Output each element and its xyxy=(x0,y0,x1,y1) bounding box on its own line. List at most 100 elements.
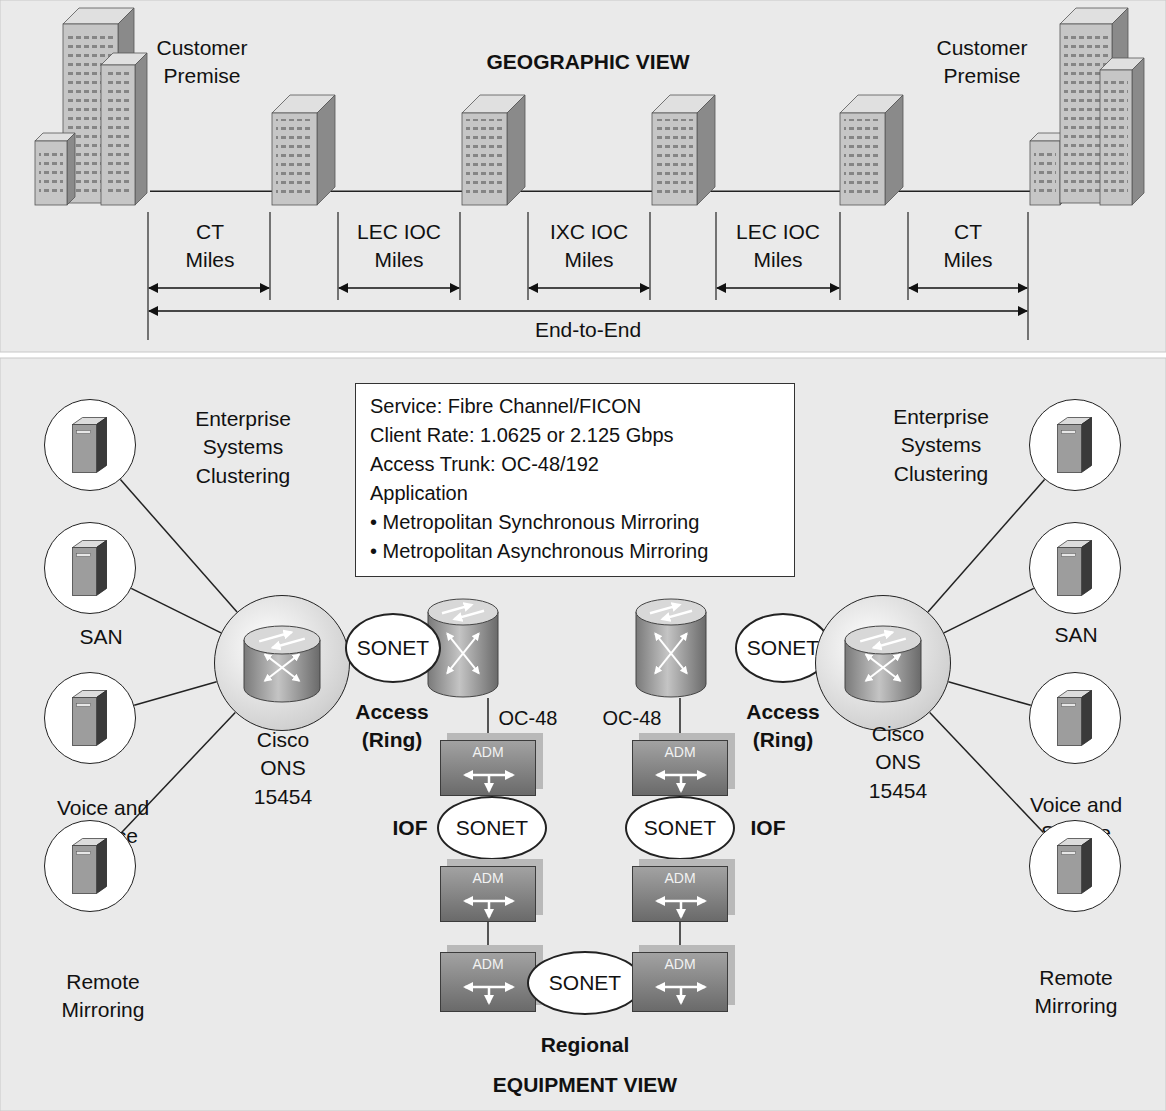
adm-box: ADM xyxy=(632,866,728,922)
info-text: Client Rate: 1.0625 or 2.125 Gbps xyxy=(370,421,778,450)
illustration-part xyxy=(507,95,525,205)
illustration-part xyxy=(860,632,892,641)
ring-type-label: Access (Ring) xyxy=(352,698,432,755)
server-circle: Enterprise Systems Clustering xyxy=(1029,399,1121,491)
trunk-label: OC-48 xyxy=(596,705,668,732)
adm-arrow xyxy=(488,901,491,917)
illustration-part xyxy=(73,846,97,894)
building-icon xyxy=(840,95,903,205)
dimension-arrow xyxy=(909,287,1027,289)
dimension-tick xyxy=(337,212,338,300)
building-icon xyxy=(1100,58,1144,205)
building-icon xyxy=(35,133,75,205)
dimension-tick xyxy=(269,212,270,300)
dimension-tick xyxy=(1027,212,1028,340)
dimension-tick xyxy=(147,212,148,340)
ring-label: SONET xyxy=(644,814,716,842)
illustration-part xyxy=(655,634,687,674)
illustration-part xyxy=(259,632,291,641)
info-text: • Metropolitan Synchronous Mirroring xyxy=(370,508,778,537)
dimension-arrow xyxy=(149,287,269,289)
illustration-part xyxy=(67,133,75,205)
illustration-part xyxy=(77,704,91,707)
server-circle: Remote Mirroring xyxy=(1029,820,1121,912)
ring-type-label: IOF xyxy=(746,814,790,842)
adm-arrow xyxy=(680,775,683,791)
connector-line xyxy=(131,588,221,632)
illustration-part xyxy=(428,599,498,625)
ring-label: SONET xyxy=(549,969,621,997)
server-icon xyxy=(73,418,107,473)
building-icon xyxy=(272,95,335,205)
illustration-part xyxy=(73,548,97,596)
adm-box: ADM xyxy=(440,952,536,1012)
server-icon xyxy=(1058,541,1092,596)
illustration-part xyxy=(652,113,697,205)
server-icon xyxy=(1058,691,1092,746)
view-title: EQUIPMENT VIEW xyxy=(465,1071,705,1099)
adm-box: ADM xyxy=(632,740,728,796)
view-title: GEOGRAPHIC VIEW xyxy=(458,48,718,76)
illustration-part xyxy=(77,554,91,557)
ring-label: SONET xyxy=(357,634,429,662)
adm-box: ADM xyxy=(440,740,536,796)
trunk-line xyxy=(487,698,489,740)
illustration-part xyxy=(1062,852,1076,855)
connector-line xyxy=(134,682,216,706)
sonet-ring: SONET xyxy=(437,796,547,860)
illustration-part xyxy=(35,141,67,205)
dimension-arrow xyxy=(529,287,649,289)
illustration-part xyxy=(454,611,484,619)
illustration-part xyxy=(1058,698,1082,746)
dimension-tick xyxy=(715,212,716,300)
illustration-part xyxy=(885,95,903,205)
adm-arrow xyxy=(680,987,683,1003)
adm-label: ADM xyxy=(441,741,535,760)
node-illustration xyxy=(816,596,952,732)
building-label: Customer Premise xyxy=(146,34,258,91)
illustration-part xyxy=(1062,554,1076,557)
node-illustration xyxy=(45,821,137,913)
building-icon xyxy=(1060,8,1128,203)
illustration-part xyxy=(1132,58,1144,205)
server-icon xyxy=(73,691,107,746)
node-illustration xyxy=(1030,8,1145,205)
adm-box: ADM xyxy=(632,952,728,1012)
node-illustration xyxy=(215,596,351,732)
illustration-part xyxy=(1058,548,1082,596)
dimension-tick xyxy=(459,212,460,300)
sonet-ring: SONET xyxy=(345,613,441,683)
server-circle: Enterprise Systems Clustering xyxy=(44,399,136,491)
distance-label: LEC IOC Miles xyxy=(343,218,455,275)
distance-label: CT Miles xyxy=(933,218,1003,275)
adm-arrow xyxy=(488,987,491,1003)
ring-label: SONET xyxy=(747,634,819,662)
distance-label: CT Miles xyxy=(175,218,245,275)
node-illustration xyxy=(35,8,150,205)
building-icon xyxy=(462,95,525,205)
illustration-part xyxy=(97,691,107,746)
illustration-part xyxy=(265,654,299,680)
illustration-part xyxy=(77,431,91,434)
node-illustration xyxy=(45,673,137,765)
illustration-part xyxy=(866,654,900,680)
connector-line xyxy=(487,922,489,952)
dimension-arrow xyxy=(149,310,1027,312)
trunk-label: OC-48 xyxy=(492,705,564,732)
illustration-part xyxy=(244,626,320,654)
illustration-part xyxy=(636,599,706,625)
adm-label: ADM xyxy=(633,741,727,760)
dimension-arrow xyxy=(339,287,459,289)
illustration-part xyxy=(73,698,97,746)
node-illustration xyxy=(1030,400,1122,492)
node-illustration xyxy=(1030,821,1122,913)
trunk-line xyxy=(679,698,681,740)
illustration-part xyxy=(662,611,692,619)
adm-label: ADM xyxy=(441,867,535,886)
device-label: Cisco ONS 15454 xyxy=(858,720,938,805)
info-text: Access Trunk: OC-48/192 xyxy=(370,450,778,479)
server-icon xyxy=(73,541,107,596)
node-illustration xyxy=(1030,673,1122,765)
illustration-part xyxy=(1082,418,1092,473)
